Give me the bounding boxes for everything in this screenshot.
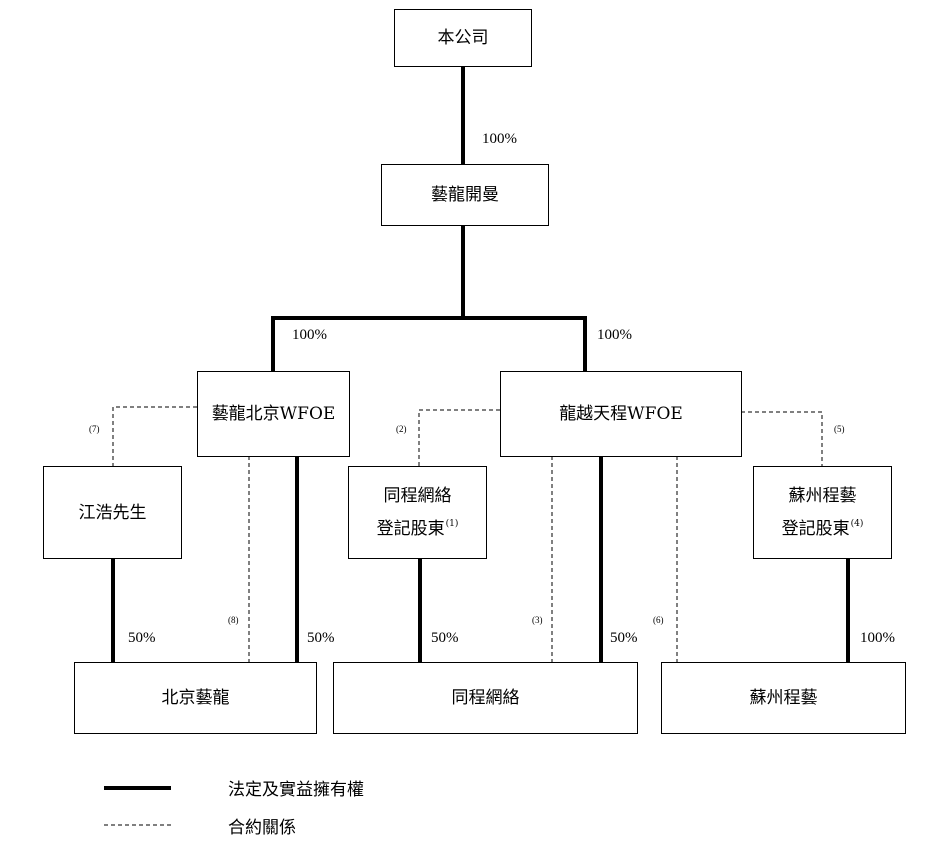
legend-dashed-label: 合約關係 [228,818,296,838]
tongcheng-shareholders-line2: 登記股東 [376,519,445,539]
dash-beijing-wfoe-jianghao [112,406,197,466]
dash-tiancheng-wfoe-tongcheng-shareholders [418,409,500,466]
tongcheng-shareholders-box: 同程網絡 登記股東(1) [348,466,487,559]
note-5: (5) [834,424,845,434]
pct-tiancheng-wfoe-tongcheng: 50% [610,630,638,646]
longyue-tiancheng-wfoe-label: 龍越天程WFOE [559,404,683,424]
tongcheng-shareholders-line1: 同程網絡 [383,486,452,506]
suzhou-chengyi-box: 蘇州程藝 [661,662,906,734]
yilong-kaiman-label: 藝龍開曼 [431,185,499,205]
pct-company-kaiman: 100% [482,131,517,147]
pct-jianghao-beijing-yilong: 50% [128,630,156,646]
pct-tongcheng-shareholders-tongcheng: 50% [431,630,459,646]
solid-ownership-lines [104,66,850,790]
note-7: (7) [89,424,100,434]
pct-beijing-wfoe-beijing-yilong: 50% [307,630,335,646]
legend-solid-label: 法定及實益擁有權 [228,780,364,800]
pct-kaiman-beijing-wfoe: 100% [292,327,327,343]
mr-jiang-hao-box: 江浩先生 [43,466,182,559]
note-3: (3) [532,615,543,625]
company-box: 本公司 [394,9,532,67]
beijing-yilong-label: 北京藝龍 [161,688,230,708]
yilong-beijing-wfoe-box: 藝龍北京WFOE [197,371,350,457]
beijing-yilong-box: 北京藝龍 [74,662,317,734]
mr-jiang-hao-label: 江浩先生 [78,502,147,523]
tongcheng-shareholders-note: (1) [445,519,459,529]
suzhou-shareholders-line1: 蘇州程藝 [788,486,857,506]
yilong-kaiman-box: 藝龍開曼 [381,164,549,226]
suzhou-shareholders-line2: 登記股東 [781,519,850,539]
pct-kaiman-tiancheng-wfoe: 100% [597,327,632,343]
yilong-beijing-wfoe-label: 藝龍北京WFOE [211,404,336,424]
company-label: 本公司 [437,28,489,48]
note-6: (6) [653,615,664,625]
suzhou-shareholders-box: 蘇州程藝 登記股東(4) [753,466,892,559]
dashed-contract-lines [104,406,823,826]
note-2: (2) [396,424,407,434]
longyue-tiancheng-wfoe-box: 龍越天程WFOE [500,371,742,457]
dash-tiancheng-wfoe-suzhou-shareholders [741,411,823,466]
suzhou-chengyi-label: 蘇州程藝 [749,688,818,708]
tongcheng-network-box: 同程網絡 [333,662,638,734]
note-8: (8) [228,615,239,625]
tongcheng-network-label: 同程網絡 [451,688,520,708]
pct-suzhou-shareholders-suzhou: 100% [860,630,895,646]
suzhou-shareholders-note: (4) [850,519,864,529]
